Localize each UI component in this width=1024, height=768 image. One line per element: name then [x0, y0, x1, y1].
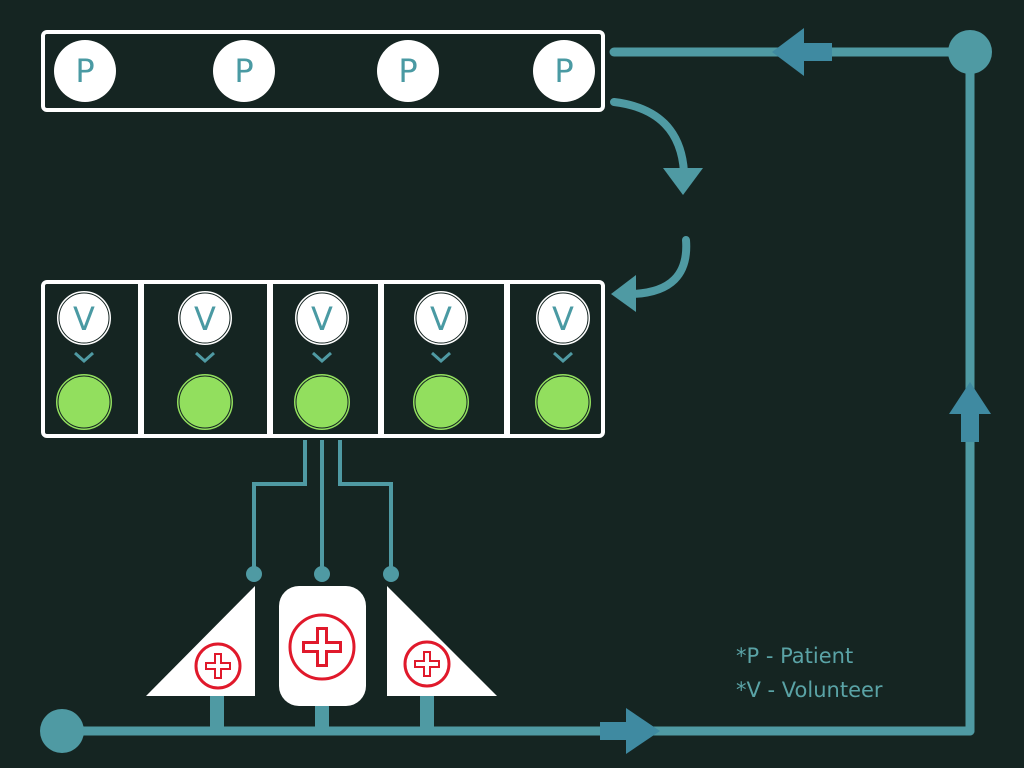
legend: *P - Patient *V - Volunteer: [736, 644, 883, 702]
volunteer-token-label: V: [73, 300, 95, 338]
volunteer-token-label: V: [194, 300, 216, 338]
legend-volunteer: *V - Volunteer: [736, 678, 883, 702]
volunteer-status-light: [175, 372, 235, 432]
volunteer-token-label: V: [552, 300, 574, 338]
volunteer-station: V: [292, 289, 352, 432]
medical-cross-icon: [194, 642, 242, 690]
connector-node: [383, 566, 399, 582]
patient-token: P: [54, 40, 116, 102]
volunteer-stations: V V V V: [41, 280, 605, 438]
patient-token-label: P: [554, 52, 573, 90]
medical-cross-icon: [403, 640, 451, 688]
arrow-icon: [772, 28, 832, 76]
patient-queue: P P P P: [41, 30, 605, 112]
patient-token: P: [533, 40, 595, 102]
volunteer-station: V: [411, 289, 471, 432]
patient-token-label: P: [75, 52, 94, 90]
patient-queue-box: [41, 30, 605, 112]
volunteer-stations-box: [41, 280, 605, 438]
patient-token: P: [377, 40, 439, 102]
arrow-icon: [663, 168, 703, 195]
unit-support: [420, 696, 434, 731]
arrow-icon: [600, 708, 660, 754]
curved-flow-arrows: [610, 98, 703, 312]
treatment-connectors: [246, 440, 399, 582]
chevron-down-icon: [553, 351, 573, 364]
arrow-icon: [611, 275, 636, 312]
start-node: [40, 709, 84, 753]
volunteer-status-light: [411, 372, 471, 432]
connector-node: [314, 566, 330, 582]
return-flow-loop: [40, 28, 992, 754]
chevron-down-icon: [431, 351, 451, 364]
chevron-down-icon: [74, 351, 94, 364]
volunteer-station: V: [54, 289, 114, 432]
treatment-unit-center: [279, 586, 366, 706]
curve-queue-out: [610, 98, 688, 176]
volunteer-station: V: [533, 289, 593, 432]
chevron-down-icon: [312, 351, 332, 364]
chevron-down-icon: [195, 351, 215, 364]
volunteer-status-light: [292, 372, 352, 432]
medical-cross-icon: [288, 613, 356, 681]
curve-into-stations: [628, 236, 691, 298]
patient-token-label: P: [234, 52, 253, 90]
patient-token-label: P: [398, 52, 417, 90]
treatment-unit-left: [146, 586, 255, 696]
treatment-units: [146, 586, 497, 731]
volunteer-token-label: V: [311, 300, 333, 338]
volunteer-token-label: V: [430, 300, 452, 338]
treatment-unit-right: [387, 586, 497, 696]
arrow-icon: [949, 382, 991, 442]
unit-support: [315, 706, 329, 731]
volunteer-status-light: [54, 372, 114, 432]
patient-token: P: [213, 40, 275, 102]
legend-patient: *P - Patient: [736, 644, 853, 668]
connector-line-left: [252, 440, 307, 574]
volunteer-status-light: [533, 372, 593, 432]
unit-support: [210, 696, 224, 731]
connector-line-right: [338, 440, 393, 574]
corner-node: [948, 30, 992, 74]
connector-node: [246, 566, 262, 582]
volunteer-station: V: [175, 289, 235, 432]
